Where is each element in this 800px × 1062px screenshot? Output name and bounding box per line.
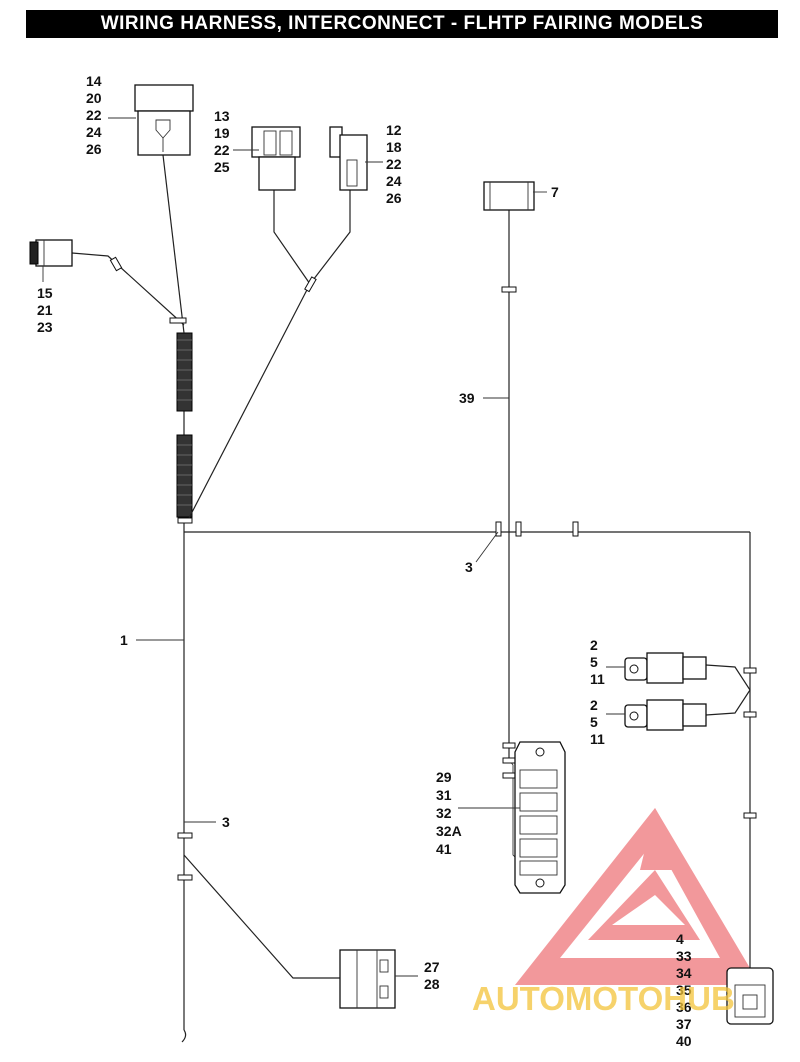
- wire-clip: [502, 742, 516, 749]
- callout-15: 15: [37, 285, 53, 301]
- wire-to-connector-13: [273, 190, 311, 285]
- wire-clip: [169, 317, 187, 324]
- callout-3: 3: [465, 559, 473, 575]
- wire-clip: [495, 521, 502, 537]
- callout-21: 21: [37, 302, 53, 318]
- callout-11: 11: [590, 731, 605, 747]
- callout-32: 32: [436, 805, 452, 821]
- callout-34: 34: [676, 965, 692, 981]
- relay-lower: [624, 699, 707, 731]
- callout-24: 24: [386, 173, 402, 189]
- wire-clip: [177, 832, 193, 839]
- connector-7: [483, 181, 535, 211]
- connector-15: [29, 239, 73, 267]
- wire-to-relays: [705, 664, 751, 716]
- callout-23: 23: [37, 319, 53, 335]
- callout-20: 20: [86, 90, 102, 106]
- wire-clip: [501, 286, 517, 293]
- callout-26: 26: [386, 190, 402, 206]
- callout-22: 22: [386, 156, 402, 172]
- wire-to-connector-12: [309, 190, 351, 285]
- callout-12: 12: [386, 122, 402, 138]
- wire-clip: [177, 874, 193, 881]
- wire-clip: [109, 256, 123, 272]
- callout-19: 19: [214, 125, 230, 141]
- callout-25: 25: [214, 159, 230, 175]
- callout-33: 33: [676, 948, 692, 964]
- wire-clip: [502, 757, 516, 764]
- wire-clip: [177, 517, 193, 524]
- callout-22: 22: [214, 142, 230, 158]
- callout-2: 2: [590, 697, 598, 713]
- callout-41: 41: [436, 841, 452, 857]
- wire-to-connector-14: [162, 154, 185, 334]
- callout-40: 40: [676, 1033, 692, 1049]
- callout-5: 5: [590, 714, 598, 730]
- callout-29: 29: [436, 769, 452, 785]
- callout-24: 24: [86, 124, 102, 140]
- callout-11: 11: [590, 671, 605, 687]
- callout-26: 26: [86, 141, 102, 157]
- wire-clip: [304, 276, 317, 293]
- wire-clip: [743, 812, 757, 819]
- callout-27: 27: [424, 959, 440, 975]
- wire-clip: [572, 521, 579, 537]
- watermark-logo: [515, 808, 760, 985]
- callout-22: 22: [86, 107, 102, 123]
- callout-13: 13: [214, 108, 230, 124]
- callout-7: 7: [551, 184, 559, 200]
- connector-14: [134, 84, 194, 156]
- connector-4: [726, 967, 774, 1025]
- callout-1: 1: [120, 632, 128, 648]
- callout-32a: 32A: [436, 823, 462, 839]
- callout-18: 18: [386, 139, 402, 155]
- wire-to-trunk: [187, 283, 311, 521]
- conduit-sleeve: [176, 434, 193, 518]
- callout-14: 14: [86, 73, 102, 89]
- connector-12: [329, 126, 368, 191]
- wire-clip: [502, 772, 516, 779]
- connector-27: [339, 949, 396, 1009]
- wire-to-connector-27: [183, 854, 340, 979]
- conduit-sleeve: [176, 332, 193, 412]
- diagram-title: WIRING HARNESS, INTERCONNECT - FLHTP FAI…: [26, 10, 778, 38]
- callout-3: 3: [222, 814, 230, 830]
- callout-36: 36: [676, 999, 692, 1015]
- relay-upper: [624, 652, 707, 684]
- wire-clip: [515, 521, 522, 537]
- callout-2: 2: [590, 637, 598, 653]
- wire-clip: [743, 711, 757, 718]
- watermark-text: AUTOMOTOHUB: [472, 980, 735, 1017]
- callout-5: 5: [590, 654, 598, 670]
- wire-clip: [743, 667, 757, 674]
- wire-to-connector-15: [71, 252, 185, 326]
- connector-13: [251, 126, 301, 191]
- fuse-block: [514, 741, 566, 894]
- callout-37: 37: [676, 1016, 692, 1032]
- callout-28: 28: [424, 976, 440, 992]
- callout-4: 4: [676, 931, 684, 947]
- callout-31: 31: [436, 787, 452, 803]
- callout-35: 35: [676, 982, 692, 998]
- callout-39: 39: [459, 390, 475, 406]
